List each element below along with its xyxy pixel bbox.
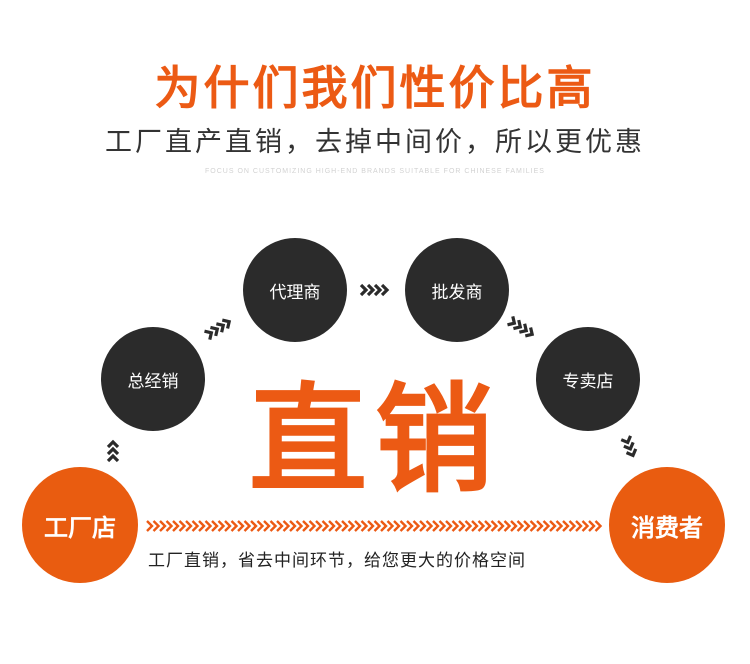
page-title: 为什们我们性价比高 [154,61,596,115]
bottom-caption: 工厂直销，省去中间环节，给您更大的价格空间 [148,551,526,571]
direct-sales-arrow [145,519,602,533]
node-retail-store: 专卖店 [536,327,640,431]
node-agent: 代理商 [243,238,347,342]
arrow-retail-to-consumer [619,434,640,459]
arrow-distributor-to-agent [202,315,234,342]
arrow-factory-to-distributor [106,440,120,463]
english-tagline: FOCUS ON CUSTOMIZING HIGH-END BRANDS SUI… [205,168,545,175]
page-subtitle: 工厂直产直销，去掉中间价，所以更优惠 [105,127,645,158]
node-wholesaler: 批发商 [405,238,509,342]
arrow-wholesaler-to-retail [505,314,537,341]
node-factory: 工厂店 [22,467,138,583]
node-general-distributor: 总经销 [101,327,205,431]
center-headline: 直销 [248,371,501,509]
arrow-agent-to-wholesaler [359,283,389,297]
node-consumer: 消费者 [609,467,725,583]
